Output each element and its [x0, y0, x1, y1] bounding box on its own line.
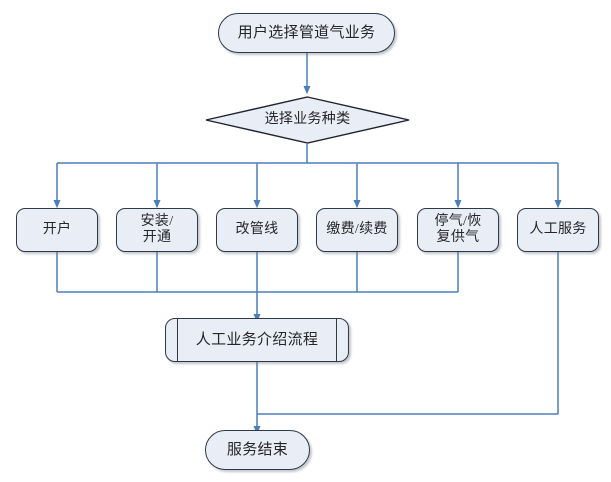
option-box-anzhuang-kaitong[interactable]: 安装/ 开通: [116, 208, 198, 252]
option-box-label: 安装/ 开通: [140, 214, 174, 245]
decision-node-text-wrap: 选择业务种类: [205, 96, 410, 144]
start-node[interactable]: 用户选择管道气业务: [218, 13, 395, 53]
decision-node-label: 选择业务种类: [264, 112, 351, 128]
decision-diamond-shape: [205, 96, 410, 144]
option-box-label: 开户: [42, 222, 72, 238]
start-node-label: 用户选择管道气业务: [237, 24, 376, 41]
option-box-label: 改管线: [235, 222, 279, 238]
option-box-label: 缴费/续费: [326, 222, 388, 238]
process-left-bar: [177, 319, 178, 361]
option-box-rengong-fuwu[interactable]: 人工服务: [517, 208, 599, 252]
end-node-label: 服务结束: [226, 441, 289, 458]
option-box-jiaofei-xufei[interactable]: 缴费/续费: [316, 208, 398, 252]
option-box-label: 停气/恢 复供气: [434, 214, 482, 245]
option-box-gaiguanxian[interactable]: 改管线: [216, 208, 298, 252]
decision-node[interactable]: 选择业务种类: [205, 96, 410, 144]
option-box-label: 人工服务: [529, 222, 587, 238]
end-node[interactable]: 服务结束: [205, 430, 310, 470]
process-right-bar: [336, 319, 337, 361]
option-box-kaihu[interactable]: 开户: [16, 208, 98, 252]
process-node[interactable]: 人工业务介绍流程: [165, 318, 349, 362]
process-node-label: 人工业务介绍流程: [195, 331, 319, 348]
option-box-tingqi-huifugongqi[interactable]: 停气/恢 复供气: [417, 208, 499, 252]
